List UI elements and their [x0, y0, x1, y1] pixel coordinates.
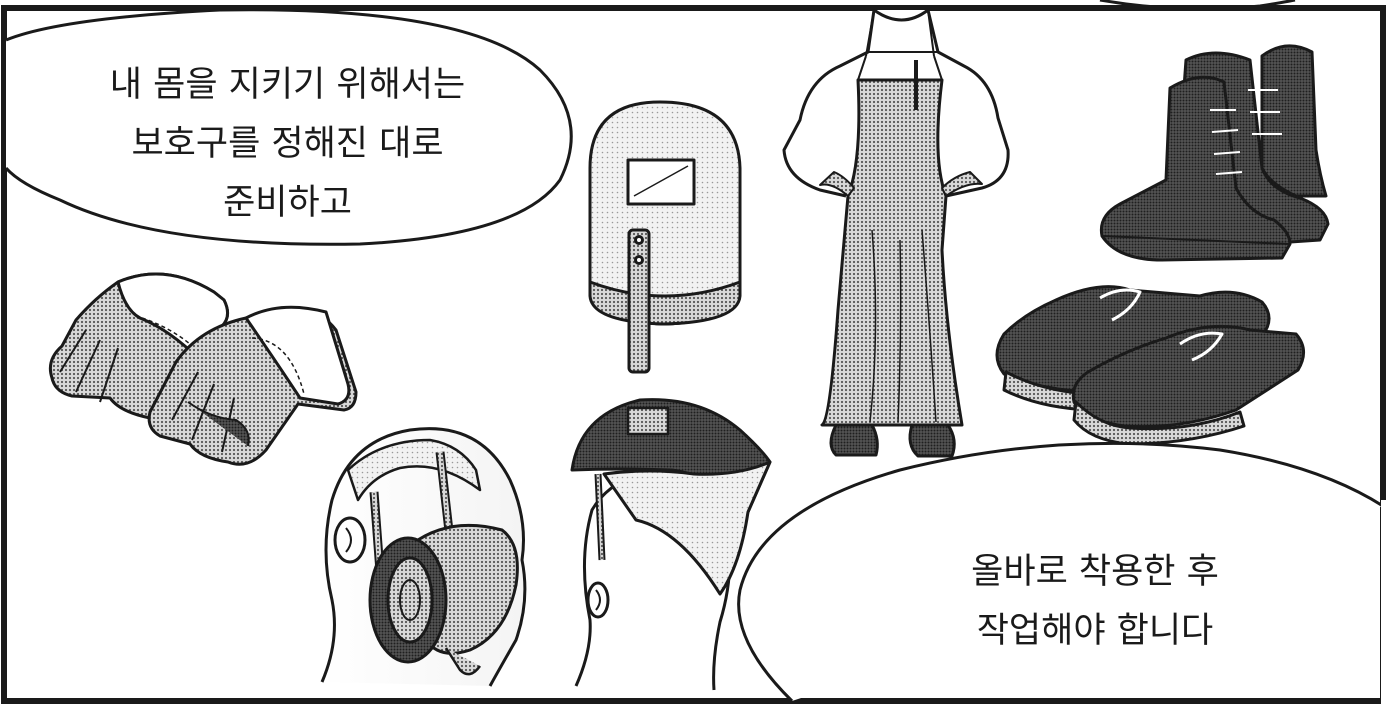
bubble-line: 내 몸을 지키기 위해서는 — [109, 65, 466, 105]
bubble-line: 보호구를 정해진 대로 — [131, 124, 444, 164]
speech-bubble-top-left-text: 내 몸을 지키기 위해서는 보호구를 정해진 대로 준비하고 — [30, 56, 545, 233]
safety-shoes-icon — [995, 285, 1305, 446]
bubble-line: 작업해야 합니다 — [976, 611, 1214, 651]
speech-bubble-bottom-right-text: 올바로 착용한 후 작업해야 합니다 — [905, 543, 1285, 661]
apron-icon — [782, 8, 1010, 458]
welding-helmet-icon — [570, 398, 772, 691]
bubble-line: 올바로 착용한 후 — [971, 552, 1219, 592]
safety-boots-icon — [1099, 44, 1330, 262]
bubble-line: 준비하고 — [223, 183, 352, 223]
welding-hand-shield-icon — [588, 100, 742, 374]
speech-bubble-bottom-right — [737, 441, 1384, 703]
gloves-icon — [48, 272, 358, 466]
respirator-icon — [320, 427, 527, 687]
speech-bubble-top-left — [4, 8, 573, 246]
